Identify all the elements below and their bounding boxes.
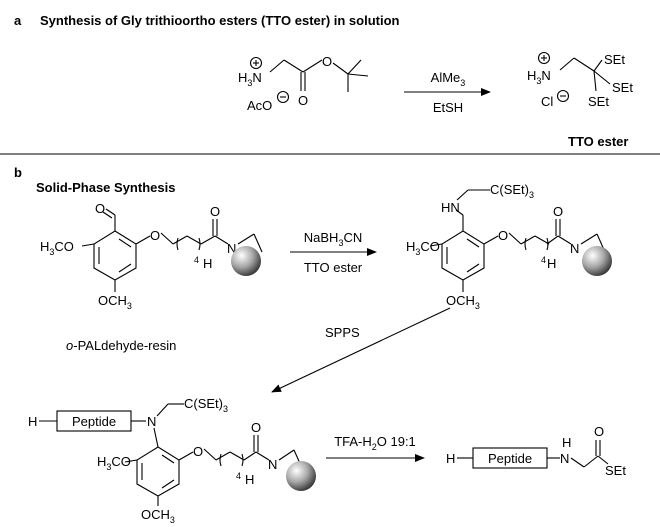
peptide-thioester-product: H Peptide N H O SEt xyxy=(446,424,626,478)
intermediate-methoxy-top: H3CO xyxy=(406,239,440,257)
svg-text:N: N xyxy=(268,457,277,472)
intermediate-methoxy-bottom: OCH3 xyxy=(446,293,480,311)
benzene-ring xyxy=(93,230,137,281)
negative-charge-icon xyxy=(276,90,290,104)
peptide-resin-tto-group: C(SEt)3 xyxy=(184,396,228,414)
panel-b-label: b xyxy=(14,165,22,180)
product-set-2: SEt xyxy=(612,80,633,95)
product-carbonyl-o: O xyxy=(594,424,604,439)
reagent-etsh: EtSH xyxy=(433,100,463,115)
product-set-1: SEt xyxy=(604,52,625,67)
gly-tbu-ester-reactant: H3N O O AcO xyxy=(238,54,369,113)
resin-amide-n: N xyxy=(227,241,236,256)
svg-text:4: 4 xyxy=(236,471,241,481)
intermediate-tto-group: C(SEt)3 xyxy=(490,182,534,200)
reactant-carbonyl-o: O xyxy=(298,93,308,108)
svg-text:O: O xyxy=(251,420,261,435)
negative-charge-icon xyxy=(556,89,570,103)
product-h: H xyxy=(446,451,455,466)
reactant-counterion: AcO xyxy=(247,98,272,113)
amine-resin-intermediate: HN C(SEt)3 H3CO OCH3 O 4 O N H xyxy=(406,182,612,311)
reactant-ester-o: O xyxy=(322,54,332,69)
peptide-resin: H Peptide N C(SEt)3 H3CO OCH3 O 4 O N H xyxy=(28,396,316,525)
resin-repeat-n: 4 xyxy=(194,255,199,265)
tto-ester-name: TTO ester xyxy=(568,134,628,149)
reactant-ammonium: H3N xyxy=(238,70,262,88)
positive-charge-icon xyxy=(537,51,551,65)
peptide-resin-h: H xyxy=(28,414,37,429)
reaction-arrow-spps xyxy=(271,307,451,393)
svg-text:O: O xyxy=(553,204,563,219)
resin-amide-h: H xyxy=(203,256,212,271)
intermediate-amine: HN xyxy=(441,200,460,215)
resin-bead-icon xyxy=(286,461,316,491)
product-nh-h: H xyxy=(562,435,571,450)
peptide-resin-n: N xyxy=(147,414,156,429)
product-thioester: SEt xyxy=(605,463,626,478)
peptide-resin-methoxy-bottom: OCH3 xyxy=(141,507,175,525)
resin-name: o-PALdehyde-resin xyxy=(66,338,176,353)
product-box-label: Peptide xyxy=(488,451,532,466)
positive-charge-icon xyxy=(249,56,263,70)
resin-bead-icon xyxy=(231,246,261,276)
svg-text:H: H xyxy=(245,472,254,487)
product-set-3: SEt xyxy=(588,94,609,109)
product-ammonium: H3N xyxy=(527,68,551,86)
svg-text:O: O xyxy=(498,228,508,243)
panel-a-label: a xyxy=(14,13,22,28)
resin-linker-o: O xyxy=(150,228,160,243)
reagent-nabh3cn: NaBH3CN xyxy=(304,230,362,248)
panel-a-title: Synthesis of Gly trithioortho esters (TT… xyxy=(40,13,400,28)
svg-text:H: H xyxy=(547,256,556,271)
reagent-tfa: TFA-H2O 19:1 xyxy=(334,434,416,452)
aldehyde-o: O xyxy=(95,201,105,216)
peptide-resin-methoxy-top: H3CO xyxy=(97,454,131,472)
svg-text:N: N xyxy=(570,241,579,256)
benzene-ring xyxy=(136,446,180,497)
product-nh-n: N xyxy=(560,451,569,466)
svg-text:O: O xyxy=(193,444,203,459)
product-counterion: Cl xyxy=(541,94,553,109)
peptide-resin-box-label: Peptide xyxy=(72,414,116,429)
reagent-almemethyl: AlMe3 xyxy=(431,70,466,88)
resin-methoxy-bottom: OCH3 xyxy=(98,293,132,311)
reagent-tto-ester: TTO ester xyxy=(304,260,363,275)
svg-text:4: 4 xyxy=(541,255,546,265)
panel-b-title: Solid-Phase Synthesis xyxy=(36,180,175,195)
tto-ester-product: H3N SEt SEt SEt Cl xyxy=(527,51,633,109)
resin-carbonyl-o: O xyxy=(210,204,220,219)
resin-bead-icon xyxy=(582,246,612,276)
benzene-ring xyxy=(441,230,485,281)
resin-methoxy-top: H3CO xyxy=(40,239,74,257)
reagent-spps: SPPS xyxy=(325,325,360,340)
pal-aldehyde-resin: O H3CO OCH3 O 4 O N H xyxy=(40,201,263,311)
